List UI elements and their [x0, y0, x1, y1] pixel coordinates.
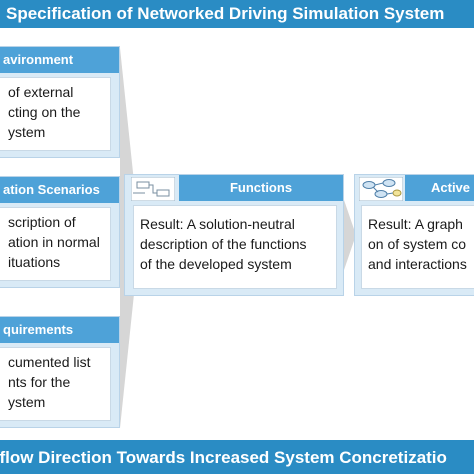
- scenarios-panel: ation Scenarios scription of ation in no…: [0, 176, 120, 288]
- environment-panel-body: of external cting on the ystem: [0, 77, 111, 151]
- functions-panel-body: Result: A solution-neutral description o…: [133, 205, 337, 289]
- activities-panel: Active Result: A graph on of system co a…: [354, 174, 474, 296]
- activities-panel-body: Result: A graph on of system co and inte…: [361, 205, 474, 289]
- functions-to-activities-arrow: [344, 200, 356, 270]
- workflow-direction-label: kflow Direction Towards Increased System…: [0, 448, 447, 467]
- workflow-direction-band: kflow Direction Towards Increased System…: [0, 440, 474, 474]
- functions-panel: Functions Result: A solution-neutral des…: [124, 174, 344, 296]
- requirements-panel: quirements cumented list nts for the yst…: [0, 316, 120, 428]
- scenarios-panel-title: ation Scenarios: [0, 177, 119, 203]
- environment-panel-title: avironment: [0, 47, 119, 73]
- requirements-panel-body: cumented list nts for the ystem: [0, 347, 111, 421]
- page-title: Specification of Networked Driving Simul…: [6, 4, 445, 23]
- activity-network-icon: [359, 177, 403, 201]
- requirements-panel-title: quirements: [0, 317, 119, 343]
- page-title-band: Specification of Networked Driving Simul…: [0, 0, 474, 28]
- environment-panel: avironment of external cting on the yste…: [0, 46, 120, 158]
- scenarios-panel-body: scription of ation in normal ituations: [0, 207, 111, 281]
- activities-panel-title: Active: [405, 175, 474, 201]
- functions-panel-title: Functions: [179, 175, 343, 201]
- block-diagram-icon: [131, 177, 175, 201]
